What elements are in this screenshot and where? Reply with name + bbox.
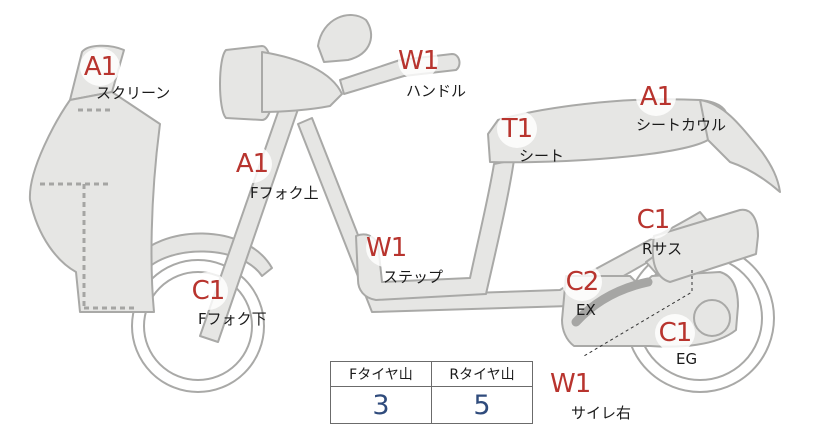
screen-label: スクリーン (96, 84, 171, 102)
seat-cowl (699, 99, 781, 193)
fork-upper-code-marker[interactable]: A1 (232, 145, 272, 183)
front-body (28, 91, 161, 313)
front-wheel (131, 259, 265, 393)
exhaust-code-marker[interactable]: C2 (562, 263, 602, 301)
step-label: ステップ (383, 268, 444, 286)
step-code-marker[interactable]: W1 (366, 229, 407, 267)
rear-sus-label: Rサス (642, 240, 683, 258)
rear-tread-header: Rタイヤ山 (431, 361, 533, 387)
exhaust-label: EX (576, 301, 596, 319)
sidewall-right-label: サイレ右 (571, 404, 632, 422)
fork-lower-label: Fフォク下 (198, 310, 267, 328)
sidewall-leader-line (583, 270, 693, 357)
handle-code-marker[interactable]: W1 (398, 42, 439, 80)
front-tread-value[interactable]: 3 (330, 386, 432, 424)
rear-tread-value[interactable]: 5 (431, 386, 533, 424)
front-tread-header: Fタイヤ山 (330, 361, 432, 387)
tread-depth-table: Fタイヤ山 Rタイヤ山 3 5 (330, 361, 533, 424)
headlight-cowl (261, 51, 343, 113)
fork-lower-code-marker[interactable]: C1 (188, 272, 228, 310)
table-header-row: Fタイヤ山 Rタイヤ山 (330, 361, 533, 387)
handle-label: ハンドル (406, 82, 467, 100)
seat-cowl-label: シートカウル (636, 116, 727, 134)
rear-sus-code-marker[interactable]: C1 (633, 201, 673, 239)
seat-code-marker[interactable]: T1 (497, 110, 537, 148)
rear-hub (693, 299, 731, 337)
screen-code-marker[interactable]: A1 (80, 48, 120, 86)
engine-label: EG (676, 350, 698, 368)
sidewall-right-code-marker[interactable]: W1 (550, 365, 591, 403)
seat-label: シート (519, 147, 565, 165)
fork-upper-label: Fフォク上 (250, 184, 319, 202)
table-value-row: 3 5 (330, 386, 533, 424)
panel-lines (40, 108, 136, 310)
exhaust-pipe (571, 277, 653, 327)
mirror (317, 14, 373, 63)
air-box (651, 208, 759, 283)
seat-cowl-code-marker[interactable]: A1 (636, 78, 676, 116)
engine-code-marker[interactable]: C1 (655, 314, 695, 352)
